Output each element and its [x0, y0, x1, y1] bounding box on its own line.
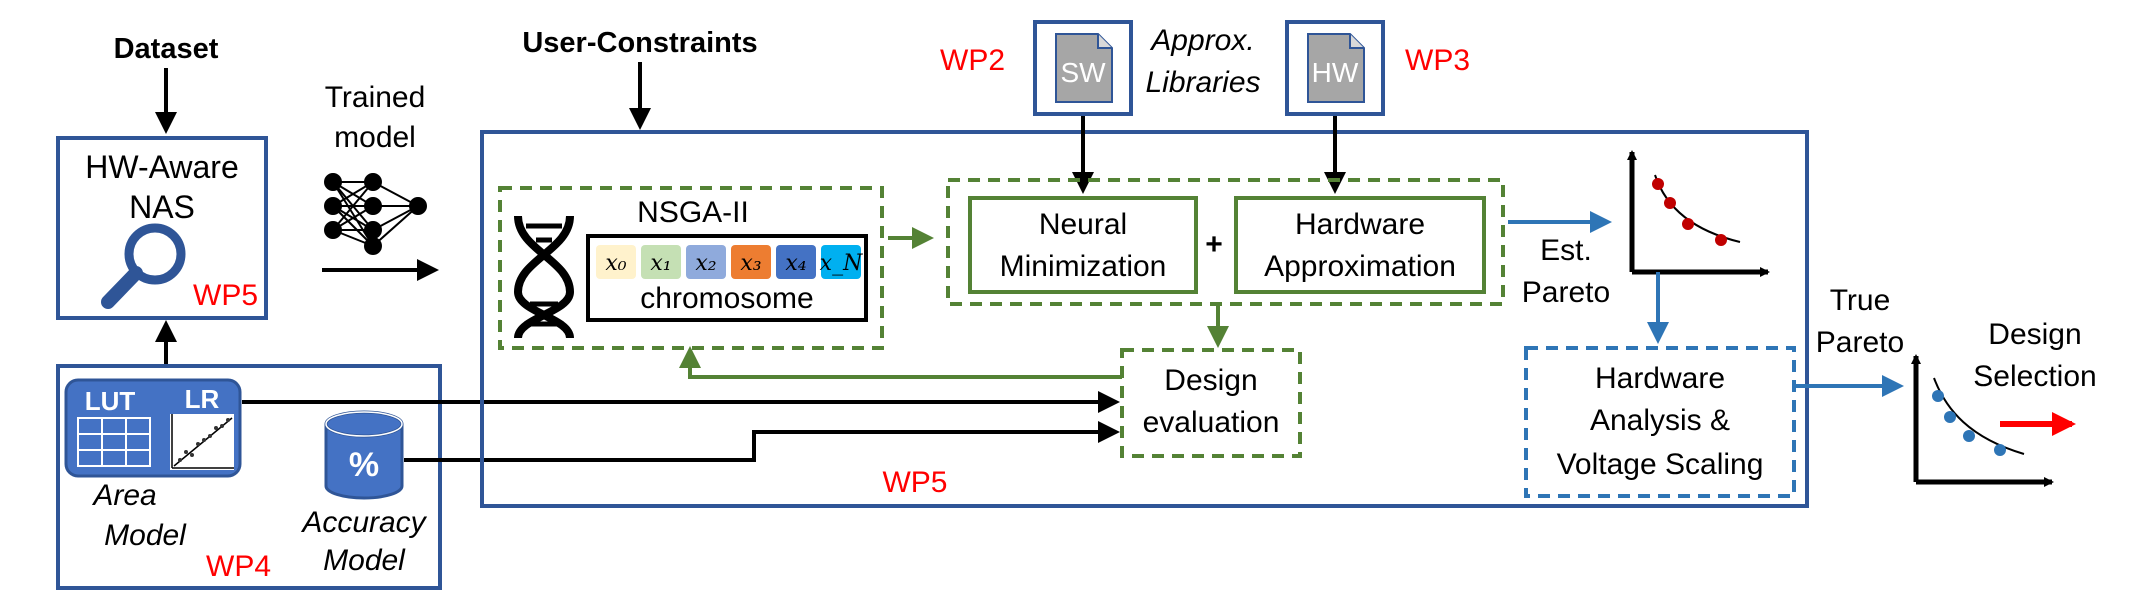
database-icon: %	[324, 410, 404, 500]
magnifier-icon	[101, 223, 186, 309]
chromosome-label: chromosome	[640, 282, 813, 315]
gene-label: x_N	[820, 251, 863, 276]
area-model-label-2: Model	[104, 519, 187, 552]
percent-label: %	[349, 446, 379, 484]
wp5-main-label: WP5	[882, 466, 947, 499]
sw-label: SW	[1060, 57, 1106, 88]
gene-cell	[821, 245, 861, 279]
hardware-analysis-label-1: Hardware	[1595, 362, 1725, 395]
gene-cell	[641, 245, 681, 279]
approx-libraries-label-2: Libraries	[1145, 66, 1260, 99]
true-pareto-label-1: True	[1830, 284, 1891, 317]
est-pareto-label-2: Pareto	[1522, 276, 1610, 309]
gene-label: x₀	[605, 251, 626, 276]
true-pareto-label-2: Pareto	[1816, 326, 1904, 359]
wp4-label: WP4	[206, 550, 271, 583]
approx-libraries-label-1: Approx.	[1149, 24, 1254, 57]
scatter-plot-icon	[170, 414, 234, 470]
area-model-icon: LUT LR	[64, 378, 242, 478]
est-pareto-label-1: Est.	[1540, 234, 1592, 267]
lr-label: LR	[185, 384, 220, 414]
true-pareto-point	[1963, 430, 1975, 442]
wp3-label: WP3	[1405, 44, 1470, 77]
plus-label: +	[1205, 228, 1223, 261]
gene-cell	[686, 245, 726, 279]
design-evaluation-label-2: evaluation	[1143, 406, 1280, 439]
est-pareto-point	[1682, 218, 1694, 230]
lut-label: LUT	[85, 386, 136, 416]
nsga-box	[498, 186, 884, 350]
dna-icon	[513, 215, 575, 339]
hw-file-icon: HW	[1307, 33, 1365, 103]
true-pareto-point	[1994, 444, 2006, 456]
design-evaluation-box	[1120, 348, 1302, 458]
trained-model-label-1: Trained	[325, 81, 426, 114]
main-framework-box	[480, 130, 1809, 508]
trained-model-label-2: model	[334, 121, 416, 154]
est-pareto-plot	[1627, 150, 1770, 277]
est-pareto-point	[1652, 178, 1664, 190]
hardware-approximation-label-1: Hardware	[1295, 208, 1425, 241]
hw-aware-nas-title-1: HW-Aware	[85, 149, 239, 185]
gene-cell	[776, 245, 816, 279]
design-selection-label-1: Design	[1988, 318, 2081, 351]
hw-aware-nas-title-2: NAS	[129, 189, 195, 225]
neural-minimization-box	[968, 196, 1198, 294]
gene-cell	[596, 245, 636, 279]
nsga-label: NSGA-II	[637, 196, 749, 229]
wp2-label: WP2	[940, 44, 1005, 77]
accuracy-model-label-1: Accuracy	[300, 506, 427, 539]
gene-label: x₃	[740, 251, 761, 276]
hardware-approximation-label-2: Approximation	[1264, 250, 1456, 283]
dataset-label: Dataset	[114, 33, 219, 65]
gene-label: x₁	[650, 251, 671, 276]
neural-minimization-label-1: Neural	[1039, 208, 1127, 241]
hardware-approximation-box	[1234, 196, 1486, 294]
hardware-analysis-box	[1524, 346, 1796, 498]
true-pareto-plot	[1911, 354, 2054, 487]
est-pareto-point	[1664, 197, 1676, 209]
neural-minimization-label-2: Minimization	[1000, 250, 1167, 283]
eval-to-nsga-arrow	[679, 346, 1122, 379]
gene-label: x₄	[785, 251, 806, 276]
true-pareto-point	[1932, 390, 1944, 402]
lut-table-icon	[77, 417, 151, 467]
est-pareto-point	[1715, 234, 1727, 246]
hardware-analysis-label-2: Analysis &	[1590, 404, 1730, 437]
accuracy-model-to-eval-arrow	[404, 421, 1120, 462]
gene-label: x₂	[695, 251, 716, 276]
wp5-nas-label: WP5	[193, 279, 258, 312]
hw-label: HW	[1312, 57, 1359, 88]
gene-row: x₀ x₁ x₂ x₃ x₄ x_N	[596, 245, 863, 279]
sw-file-icon: SW	[1055, 33, 1113, 103]
gene-cell	[731, 245, 771, 279]
area-model-label-1: Area	[91, 479, 156, 512]
neural-network-icon	[324, 173, 427, 255]
true-pareto-point	[1944, 411, 1956, 423]
design-selection-label-2: Selection	[1973, 360, 2096, 393]
hardware-analysis-label-3: Voltage Scaling	[1557, 448, 1764, 481]
user-constraints-label: User-Constraints	[522, 27, 757, 59]
accuracy-model-label-2: Model	[323, 544, 406, 577]
design-evaluation-label-1: Design	[1164, 364, 1257, 397]
